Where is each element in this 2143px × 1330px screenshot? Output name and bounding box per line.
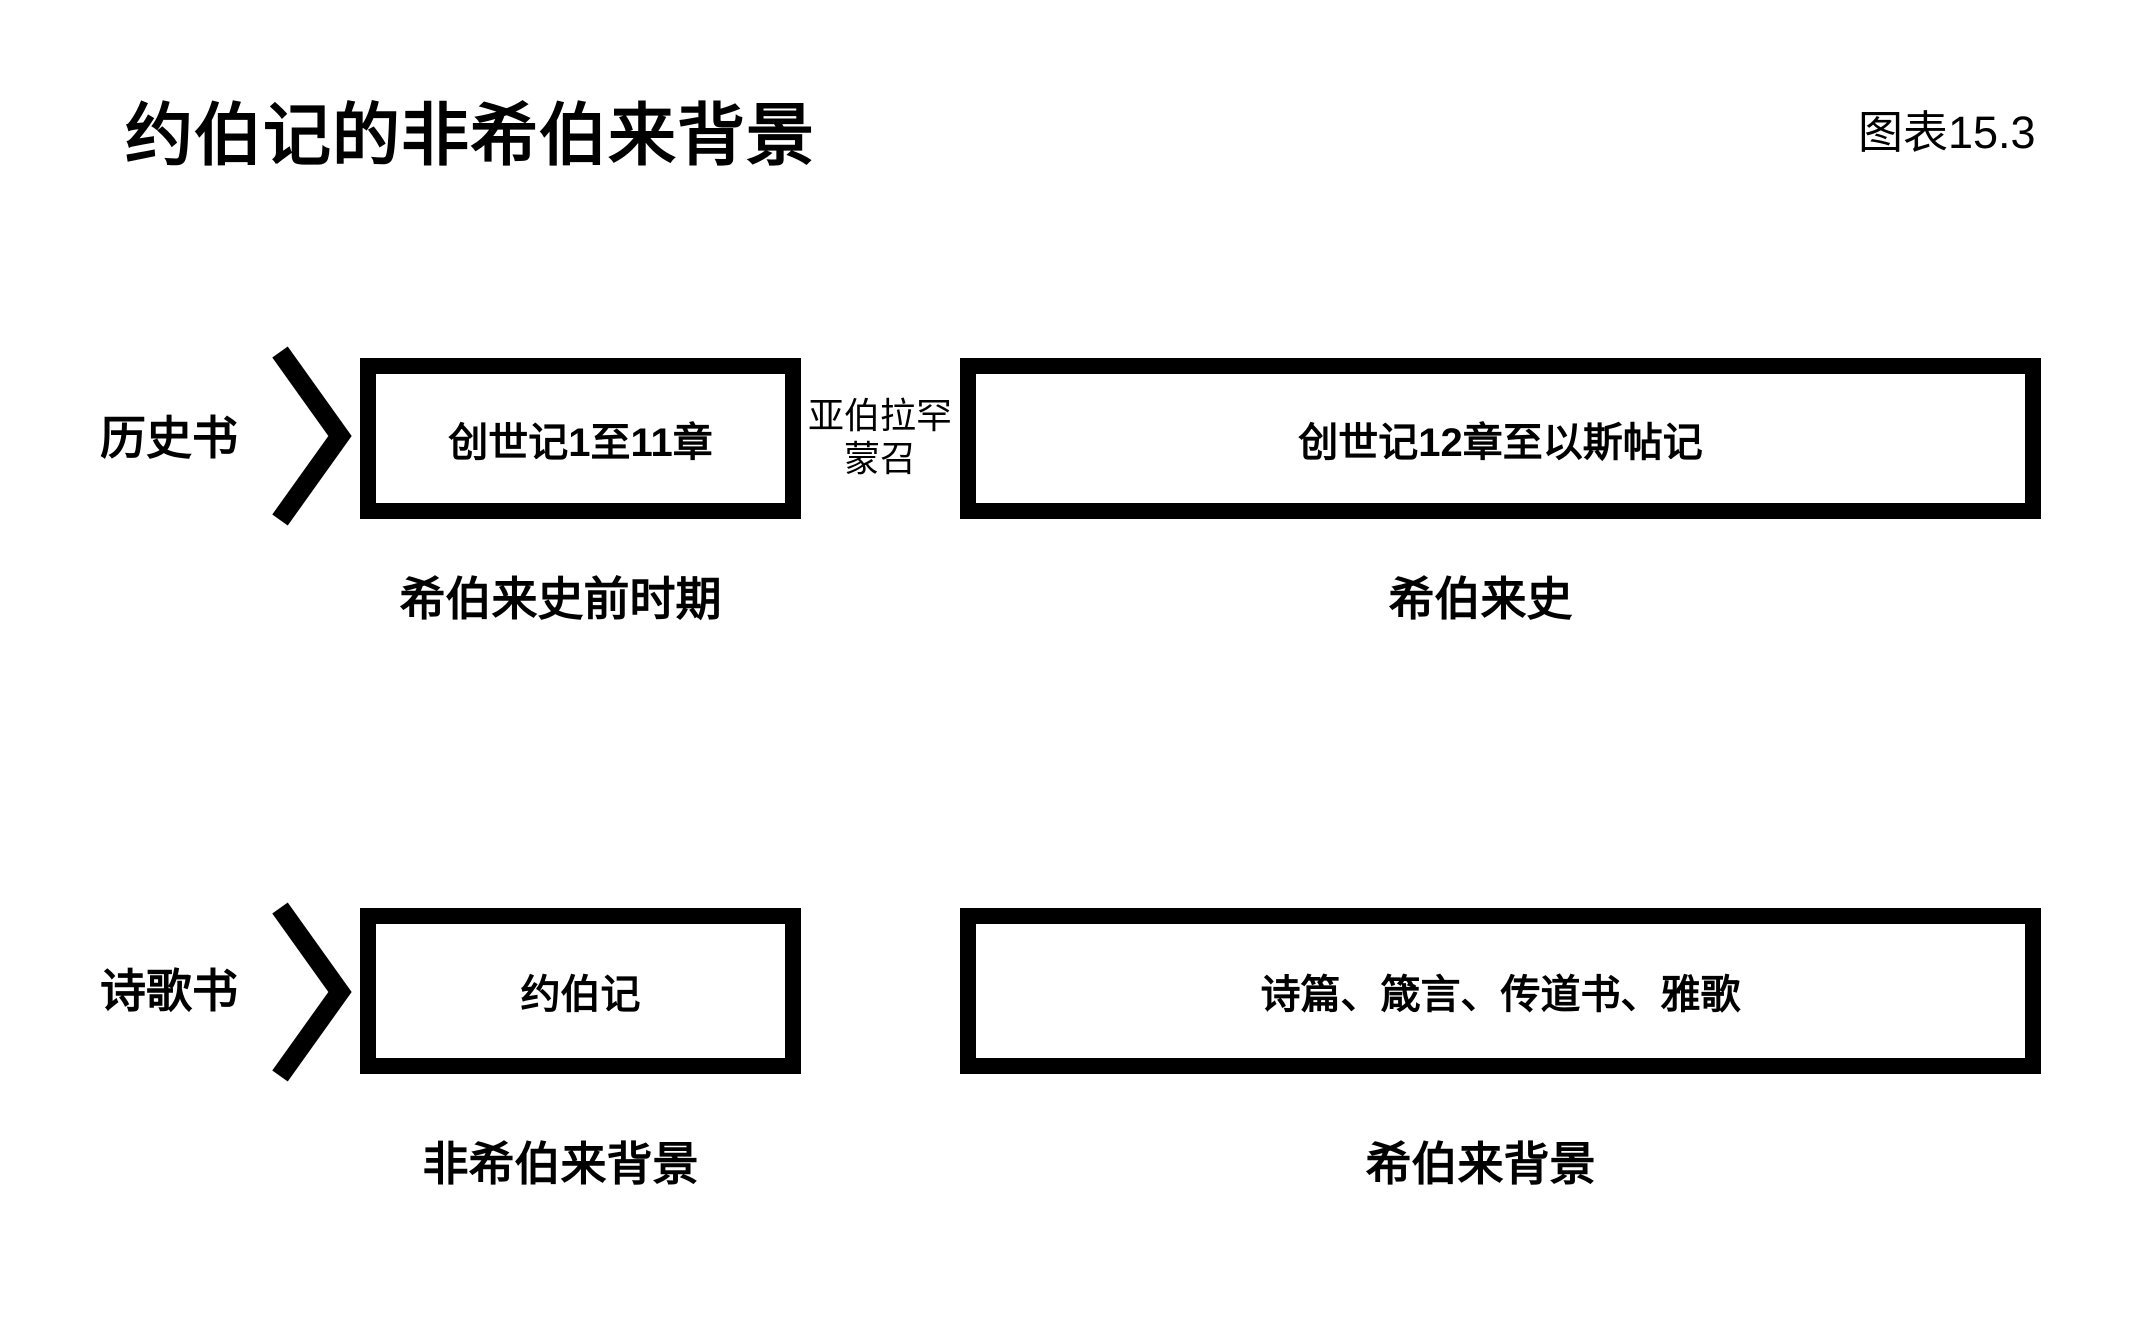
chevron-right-icon [272,902,352,1082]
box-genesis-12-to-esther: 创世记12章至以斯帖记 [960,358,2041,519]
box-label: 创世记12章至以斯帖记 [1298,420,1703,465]
connector-line-1: 亚伯拉罕 [807,395,952,436]
caption-hebrew-history: 希伯来史 [1388,573,1573,625]
box-label: 约伯记 [520,973,641,1017]
caption-hebrew-background: 希伯来背景 [1365,1138,1596,1190]
chevron-right-icon [272,346,352,526]
box-label: 创世记1至11章 [448,420,713,465]
box-psalms-proverbs-ecclesiastes-song: 诗篇、箴言、传道书、雅歌 [960,908,2041,1074]
box-job: 约伯记 [360,908,801,1074]
row-label-historical-books: 历史书 [100,412,238,464]
row-label-poetry-books: 诗歌书 [100,965,238,1017]
figure-number-label: 图表15.3 [1858,107,2036,158]
caption-non-hebrew-background: 非希伯来背景 [422,1138,699,1190]
page-title: 约伯记的非希伯来背景 [125,98,816,174]
box-genesis-1-to-11: 创世记1至11章 [360,358,801,519]
connector-abraham-called: 亚伯拉罕 蒙召 [797,394,963,480]
caption-hebrew-prehistoric-period: 希伯来史前时期 [399,573,722,625]
box-label: 诗篇、箴言、传道书、雅歌 [1260,973,1741,1017]
connector-line-2: 蒙召 [843,438,916,480]
